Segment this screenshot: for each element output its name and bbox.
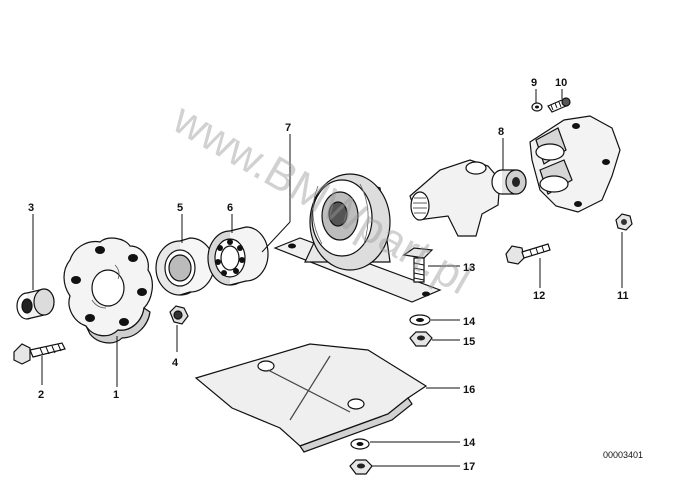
drawing-code: 00003401 xyxy=(603,450,643,460)
hex-nut-part-15[interactable] xyxy=(409,331,433,347)
yoke-part[interactable] xyxy=(409,159,501,237)
needle-bearing-part[interactable] xyxy=(491,169,527,195)
callout-14-lower[interactable]: 14 xyxy=(463,437,476,449)
washer-part-14-upper[interactable] xyxy=(409,314,431,326)
bolt-part-12[interactable] xyxy=(505,243,551,265)
callout-9[interactable]: 9 xyxy=(531,77,537,89)
self-locking-nut-part[interactable] xyxy=(169,305,189,325)
callout-12[interactable]: 12 xyxy=(533,290,545,302)
shaft-seal-part[interactable] xyxy=(155,237,215,296)
bolt-part-2[interactable] xyxy=(13,342,66,365)
callout-16[interactable]: 16 xyxy=(463,384,475,396)
callout-15[interactable]: 15 xyxy=(463,336,475,348)
center-mount-part[interactable] xyxy=(273,173,442,303)
callout-4[interactable]: 4 xyxy=(172,357,179,369)
ball-bearing-part[interactable] xyxy=(207,226,269,286)
callout-14-upper[interactable]: 14 xyxy=(463,316,476,328)
callout-2[interactable]: 2 xyxy=(38,389,44,401)
callout-13[interactable]: 13 xyxy=(463,262,475,274)
callout-8[interactable]: 8 xyxy=(498,126,504,138)
washer-part-14-lower[interactable] xyxy=(350,438,370,450)
washer-part-9[interactable] xyxy=(531,102,543,112)
flexible-disc-part[interactable] xyxy=(63,237,153,344)
grease-nipple-part-10[interactable] xyxy=(547,97,571,113)
callout-1[interactable]: 1 xyxy=(113,389,119,401)
leader-7b xyxy=(261,221,291,253)
flange-part[interactable] xyxy=(529,115,621,213)
heat-shield-part[interactable] xyxy=(194,343,428,453)
callout-11[interactable]: 11 xyxy=(617,290,629,302)
hex-nut-part-11[interactable] xyxy=(615,213,633,231)
callout-10[interactable]: 10 xyxy=(555,77,567,89)
callout-17[interactable]: 17 xyxy=(463,461,475,473)
callout-6[interactable]: 6 xyxy=(227,202,233,214)
hex-bolt-part-13[interactable] xyxy=(402,247,434,283)
callout-7[interactable]: 7 xyxy=(285,122,291,134)
centering-sleeve-part[interactable] xyxy=(16,288,55,320)
callout-3[interactable]: 3 xyxy=(28,202,34,214)
hex-nut-part-17[interactable] xyxy=(349,459,373,475)
callout-5[interactable]: 5 xyxy=(177,202,183,214)
